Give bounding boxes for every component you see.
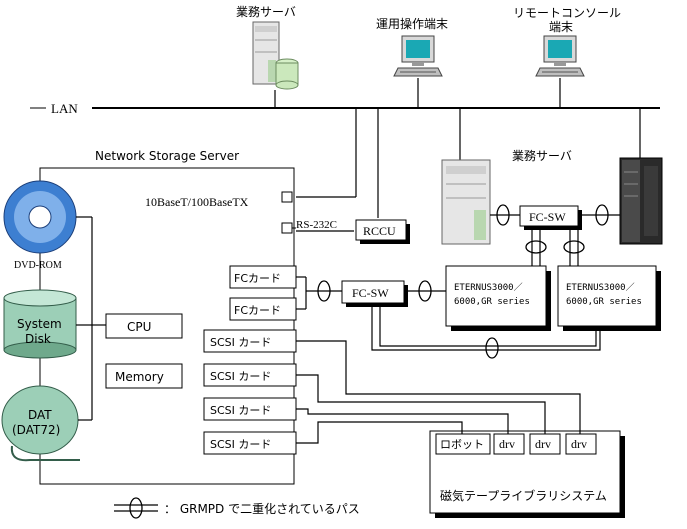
server-top-label: 業務サーバ bbox=[236, 5, 296, 19]
port-10base bbox=[281, 191, 293, 203]
eternus-2-label-line2: 6000,GR series bbox=[566, 297, 642, 307]
redundant-path-marker-1 bbox=[317, 280, 331, 302]
remote-console-icon bbox=[535, 35, 585, 77]
redundant-path-marker-3 bbox=[485, 337, 499, 359]
drv-1-label: drv bbox=[499, 437, 515, 451]
legend-label: ： GRMPD で二重化されているパス bbox=[164, 502, 360, 516]
scsi-cable-1 bbox=[296, 340, 581, 434]
legend-symbol bbox=[114, 497, 158, 519]
redundant-path-marker-6 bbox=[525, 240, 547, 254]
robot-label: ロボット bbox=[440, 438, 484, 451]
server-right-label: 業務サーバ bbox=[512, 149, 572, 163]
system-disk-label-line1: System bbox=[17, 317, 62, 331]
drv-box-1 bbox=[493, 433, 525, 455]
dat-label-line2: (DAT72) bbox=[12, 423, 60, 437]
scsi-cable-2 bbox=[296, 374, 546, 434]
ops-console-icon bbox=[393, 35, 443, 77]
dvd-rom-icon bbox=[3, 180, 77, 254]
system-disk-icon bbox=[3, 289, 77, 359]
scsi-card-1-label: SCSI カード bbox=[210, 336, 271, 349]
ops-console-label: 運用操作端末 bbox=[376, 16, 448, 31]
port-10base-label: 10BaseT/100BaseTX bbox=[145, 195, 249, 209]
fc-path-to-eternus-2-a bbox=[379, 303, 597, 347]
redundant-path-marker-2 bbox=[418, 280, 432, 302]
rccu-label: RCCU bbox=[363, 224, 396, 238]
port-rs232c-label: RS-232C bbox=[296, 219, 337, 231]
scsi-card-4-label: SCSI カード bbox=[210, 438, 271, 451]
memory-box bbox=[105, 363, 183, 389]
redundant-path-marker-7 bbox=[563, 240, 585, 254]
fc-card-1-label: FCカード bbox=[234, 272, 281, 285]
redundant-path-marker-5 bbox=[595, 204, 609, 226]
scsi-card-2-label: SCSI カード bbox=[210, 370, 271, 383]
drv-2-label: drv bbox=[535, 437, 551, 451]
lan-label: LAN bbox=[51, 101, 78, 116]
dat-label-line1: DAT bbox=[28, 408, 52, 422]
system-disk-label-line2: Disk bbox=[25, 332, 51, 346]
eternus-2 bbox=[557, 265, 657, 327]
redundant-path-marker-4 bbox=[496, 204, 510, 226]
scsi-card-3-label: SCSI カード bbox=[210, 404, 271, 417]
drv-box-3 bbox=[565, 433, 597, 455]
cpu-box bbox=[105, 313, 183, 339]
port-rs232c bbox=[281, 222, 293, 234]
fcsw-lower bbox=[341, 280, 405, 304]
dat-tape-icon bbox=[1, 385, 80, 462]
eternus-2-label-line1: ETERNUS3000／ bbox=[566, 282, 635, 293]
fc-card-2-label: FCカード bbox=[234, 304, 281, 317]
cpu-label: CPU bbox=[127, 320, 151, 334]
server-top-icon bbox=[252, 21, 299, 90]
robot-box bbox=[435, 433, 491, 455]
remote-console-label-line1: リモートコンソール bbox=[513, 6, 621, 20]
fcsw-upper-label: FC-SW bbox=[529, 210, 566, 224]
eternus-1-label-line2: 6000,GR series bbox=[454, 297, 530, 307]
rccu-box bbox=[355, 219, 407, 241]
scsi-cable-4 bbox=[296, 421, 463, 444]
fcsw-upper bbox=[519, 205, 579, 227]
scsi-cable-3 bbox=[296, 408, 509, 434]
eternus-1-label-line1: ETERNUS3000／ bbox=[454, 282, 523, 293]
fcsw-lower-label: FC-SW bbox=[352, 286, 389, 300]
tape-library-label: 磁気テープライブラリシステム bbox=[440, 488, 607, 503]
memory-label: Memory bbox=[115, 370, 164, 384]
nss-title: Network Storage Server bbox=[95, 149, 239, 163]
eternus-1 bbox=[445, 265, 547, 327]
dvd-rom-label: DVD-ROM bbox=[14, 260, 62, 271]
server-right-icon bbox=[441, 159, 491, 245]
remote-console-label-line2: 端末 bbox=[549, 20, 573, 34]
drv-3-label: drv bbox=[571, 437, 587, 451]
rack-server-icon bbox=[619, 157, 663, 245]
